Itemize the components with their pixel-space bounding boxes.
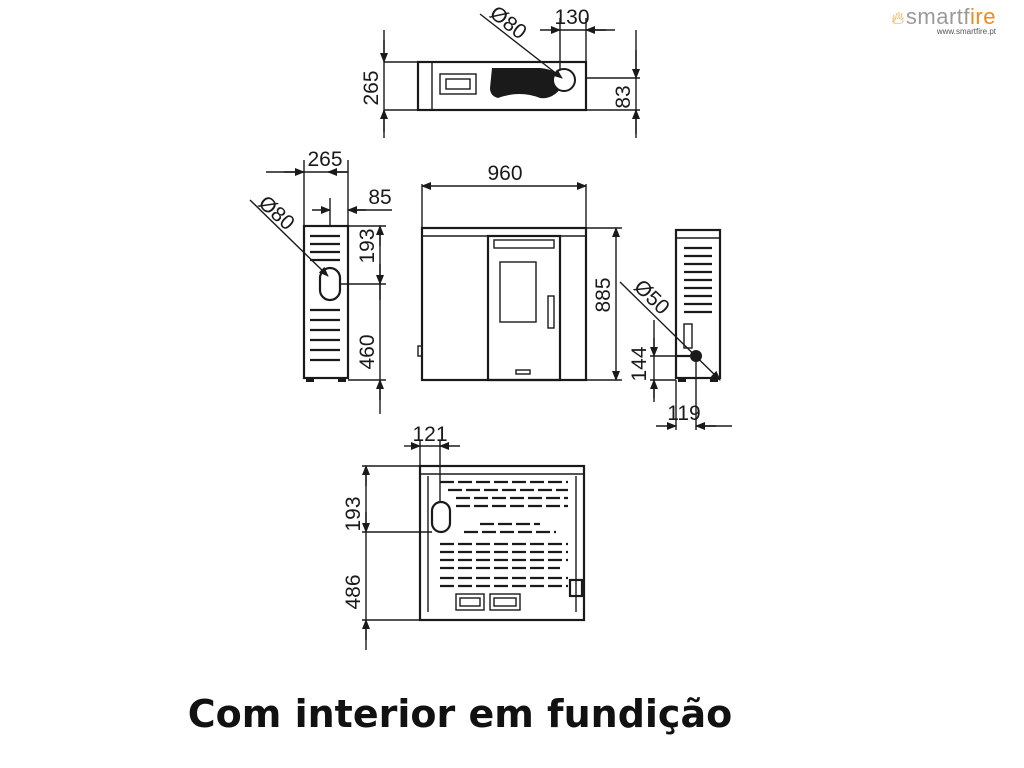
dim-front-height: 885 — [592, 277, 615, 312]
front-door-latch — [515, 369, 531, 375]
dim-rear-offset: 121 — [412, 423, 447, 446]
diameter-leader — [479, 13, 563, 79]
dim-left-hole: 193 — [356, 228, 379, 263]
rear-view-body — [418, 464, 586, 622]
dim-top-depth: 265 — [360, 70, 383, 105]
front-door-top-strip — [493, 239, 555, 249]
top-view-panel — [439, 73, 477, 95]
left-view-body — [302, 224, 350, 380]
dim-left-diameter: Ø80 — [254, 191, 299, 235]
flame-icon: 🔥︎ — [891, 8, 905, 28]
front-view-body — [420, 226, 588, 382]
foot — [338, 378, 346, 382]
dim-left-depth: 265 — [307, 148, 342, 171]
rear-connector-inner — [493, 597, 517, 607]
top-view-left-band — [417, 61, 433, 111]
foot — [678, 378, 686, 382]
front-door-window — [499, 261, 537, 323]
right-view-body — [674, 228, 722, 380]
rear-connector-inner — [459, 597, 481, 607]
front-view: 960 885 — [417, 162, 622, 382]
dim-front-width: 960 — [487, 162, 522, 185]
right-view-vents — [684, 246, 712, 314]
dim-right-offset: 119 — [667, 402, 700, 425]
dim-rear-hole: 193 — [342, 496, 365, 531]
top-view-panel-inner — [445, 78, 471, 90]
front-side-button — [417, 345, 423, 357]
right-view-bracket — [683, 323, 693, 349]
foot — [710, 378, 718, 382]
rear-view-vents — [440, 480, 568, 588]
dim-left-offset: 85 — [368, 186, 391, 209]
dim-left-height: 460 — [356, 334, 379, 369]
left-view-flue-hole — [318, 266, 342, 302]
logo-brand: 🔥︎smartfire — [891, 4, 996, 30]
dim-right-diameter: Ø50 — [629, 275, 674, 319]
dim-top-diameter: Ø80 — [485, 2, 530, 45]
logo-url: www.smartfire.pt — [936, 27, 996, 36]
rear-view: 121 193 486 — [342, 423, 586, 650]
dim-rear-height: 486 — [342, 574, 365, 609]
front-door-handle — [547, 295, 555, 329]
top-view-flue-outlet — [552, 68, 576, 92]
front-door — [486, 234, 562, 382]
dim-top-width: 130 — [554, 6, 589, 29]
right-side-view: Ø50 144 119 — [619, 228, 732, 430]
caption: Com interior em fundição — [187, 692, 733, 736]
rear-view-connector-right — [489, 593, 521, 611]
top-view: 265 130 Ø80 83 — [360, 2, 640, 138]
diameter-leader — [619, 281, 721, 381]
logo-brand-accent: ire — [970, 4, 996, 29]
top-view-flue-channel — [490, 68, 565, 99]
foot — [306, 378, 314, 382]
rear-view-inlet — [568, 578, 584, 598]
left-view-vents — [310, 234, 340, 362]
rear-view-flue-hole — [430, 500, 452, 534]
dim-right-height: 144 — [628, 346, 651, 381]
rear-view-connector-left — [455, 593, 485, 611]
left-side-view: 265 85 Ø80 193 460 — [249, 148, 392, 414]
logo-brand-main: smartf — [905, 4, 971, 29]
dim-top-offset: 83 — [612, 85, 635, 108]
smartfire-logo: 🔥︎smartfire www.smartfire.pt — [891, 4, 996, 36]
diameter-leader — [249, 199, 329, 277]
